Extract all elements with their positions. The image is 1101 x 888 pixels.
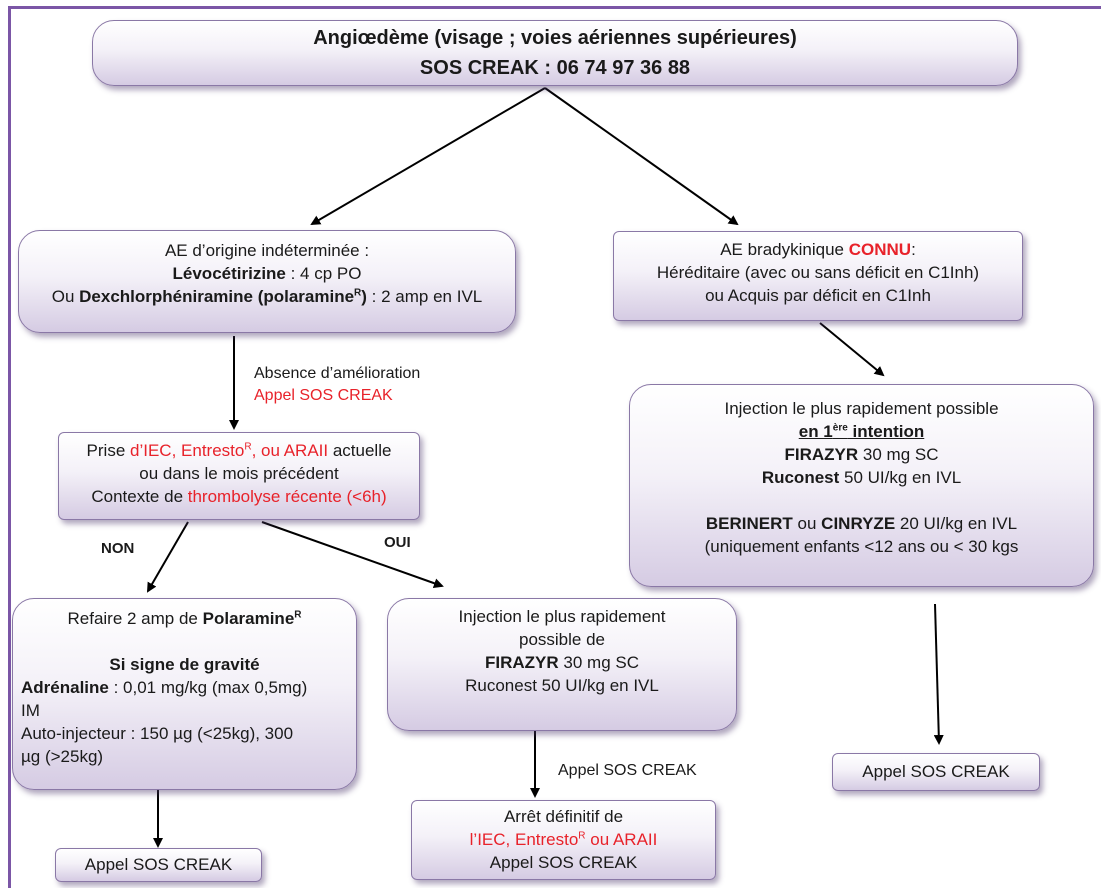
injection-1ere-intention-box: Injection le plus rapidement possible en…: [629, 384, 1094, 587]
mid-ruconest-line: Ruconest 50 UI/kg en IVL: [465, 676, 659, 695]
arrow-right-to-injection: [819, 322, 885, 377]
absence-amelioration-label: Absence d’amélioration Appel SOS CREAK: [254, 365, 421, 404]
arret-definitif-box: Arrêt définitif de l’IEC, EntrestoR ou A…: [411, 800, 716, 880]
adrenaline-line: Adrénaline : 0,01 mg/kg (max 0,5mg): [21, 678, 308, 697]
refaire-polaramine-box: Refaire 2 amp de PolaramineR Si signe de…: [12, 598, 357, 790]
ae-indeterminee-box: AE d’origine indéterminée : Lévocétirizi…: [18, 230, 516, 333]
frame-top-border: [8, 6, 1101, 9]
appel-sos-creak-left-box: Appel SOS CREAK: [55, 848, 262, 882]
injection-line: Injection le plus rapidement possible: [724, 399, 999, 418]
arret-appel-line: Appel SOS CREAK: [489, 853, 638, 872]
ae-bradykinique-box: AE bradykinique CONNU: Héréditaire (avec…: [613, 231, 1023, 321]
auto-injecteur-line-2: µg (>25kg): [21, 747, 104, 766]
auto-injecteur-line: Auto-injecteur : 150 µg (<25kg), 300: [21, 724, 294, 743]
angioedeme-header-box: Angiœdème (visage ; voies aériennes supé…: [92, 20, 1018, 86]
ae-bradykinique-title: AE bradykinique CONNU:: [720, 240, 916, 259]
arrow-top-to-right: [544, 87, 739, 226]
ruconest-line: Ruconest 50 UI/kg en IVL: [761, 468, 962, 487]
sos-phone: SOS CREAK : 06 74 97 36 88: [419, 57, 691, 79]
appel-sos-creak-label: Appel SOS CREAK: [558, 762, 697, 779]
hereditaire-line: Héréditaire (avec ou sans déficit en C1I…: [656, 263, 980, 282]
firazyr-line: FIRAZYR 30 mg SC: [784, 445, 939, 464]
appel-sos-creak-right-box: Appel SOS CREAK: [832, 753, 1040, 791]
refaire-line: Refaire 2 amp de PolaramineR: [67, 609, 302, 628]
arrow-right-inj-to-appel: [933, 603, 944, 745]
header-title: Angiœdème (visage ; voies aériennes supé…: [313, 27, 797, 49]
berinert-cinryze-line: BERINERT ou CINRYZE 20 UI/kg en IVL: [705, 514, 1018, 533]
arrow-prise-to-refaire-non: [146, 521, 189, 593]
arrow-prise-to-injection-oui: [261, 521, 444, 589]
thrombolyse-line: Contexte de thrombolyse récente (<6h): [91, 487, 387, 506]
oui-label: OUI: [384, 534, 411, 551]
mid-firazyr-line: FIRAZYR 30 mg SC: [485, 653, 639, 672]
mid-injection-line1: Injection le plus rapidement: [458, 607, 666, 626]
frame-left-border: [8, 6, 11, 888]
intention-line: en 1ère intention: [798, 422, 925, 441]
arrow-top-to-left: [310, 87, 546, 226]
dexchlorpheniramine-line: Ou Dexchlorphéniramine (polaramineR) : 2…: [51, 287, 483, 306]
si-signe-gravite: Si signe de gravité: [109, 655, 260, 674]
prise-iec-box: Prise d’IEC, EntrestoR, ou ARAII actuell…: [58, 432, 420, 520]
mid-injection-line2: possible de: [518, 630, 605, 649]
levocetirizine-line: Lévocétirizine : 4 cp PO: [172, 264, 362, 283]
mois-precedent-line: ou dans le mois précédent: [139, 464, 339, 483]
uniquement-enfants-line: (uniquement enfants <12 ans ou < 30 kgs: [704, 537, 1019, 556]
non-label: NON: [101, 540, 135, 557]
im-line: IM: [21, 701, 40, 720]
injection-rapide-box: Injection le plus rapidement possible de…: [387, 598, 737, 731]
arret-line1: Arrêt définitif de: [503, 807, 624, 826]
ae-indeterminee-title: AE d’origine indéterminée :: [164, 241, 370, 260]
acquis-line: ou Acquis par déficit en C1Inh: [705, 286, 931, 305]
prise-line: Prise d’IEC, EntrestoR, ou ARAII actuell…: [86, 441, 392, 460]
arret-line2: l’IEC, EntrestoR ou ARAII: [469, 830, 658, 849]
